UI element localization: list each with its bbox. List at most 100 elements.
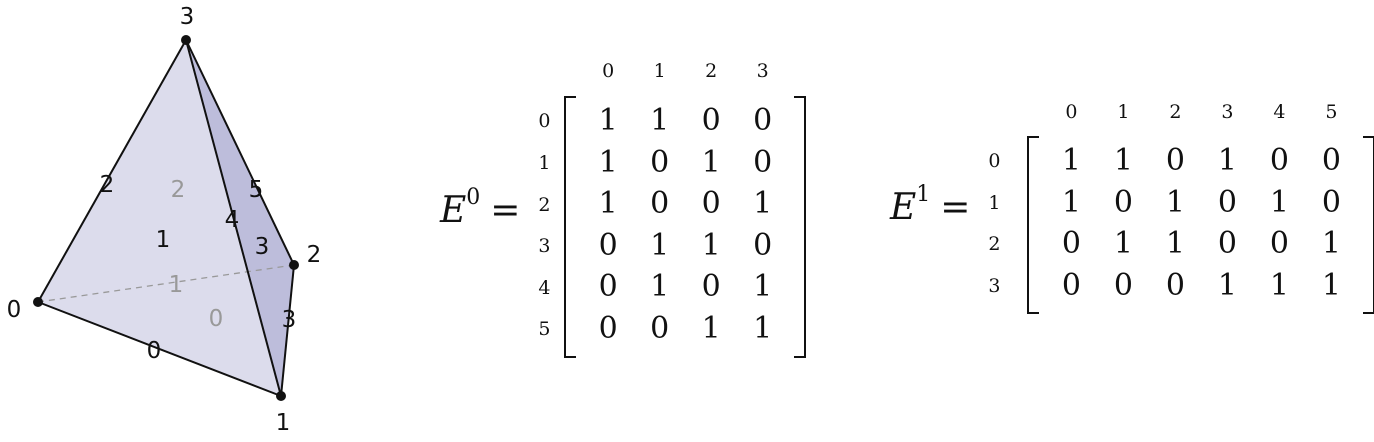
matrix-cell: 1 — [1321, 226, 1341, 261]
column-header: 2 — [705, 60, 718, 83]
matrix-cell: 0 — [701, 269, 721, 305]
edge-label-3: 3 — [282, 307, 297, 333]
vertex-label-2: 2 — [307, 242, 322, 268]
matrix-cell: 1 — [1217, 267, 1237, 303]
edge-label-2: 2 — [100, 172, 115, 198]
vertex-label-0: 0 — [7, 297, 22, 323]
matrix-cell: 1 — [1061, 184, 1081, 220]
vertex-2-dot — [289, 260, 299, 270]
row-header: 0 — [988, 150, 1001, 173]
matrix-e0-superscript: 0 — [466, 184, 481, 210]
matrix-e0-symbol: E — [440, 189, 467, 231]
vertex-label-3: 3 — [180, 4, 195, 30]
matrix-cell: 0 — [598, 227, 618, 263]
matrix-cell: 1 — [1165, 184, 1185, 220]
row-header: 2 — [988, 233, 1001, 256]
face-label-1: 1 — [156, 227, 171, 253]
matrix-cell: 1 — [1061, 143, 1081, 178]
vertex-label-1: 1 — [276, 410, 291, 436]
matrix-cell: 1 — [1165, 226, 1185, 261]
edge-3 — [280, 264, 295, 397]
matrix-cell: 1 — [701, 144, 721, 180]
right-bracket — [794, 96, 807, 358]
side-face-fill — [186, 40, 294, 396]
matrix-cell: 1 — [1113, 226, 1133, 261]
matrix-e1-superscript: 1 — [916, 182, 931, 207]
column-header: 1 — [1117, 100, 1130, 123]
matrix-cell: 0 — [753, 227, 773, 263]
matrix-e0-equals: = — [490, 189, 521, 231]
matrix-cell: 0 — [753, 103, 773, 138]
matrix-cell: 0 — [1321, 184, 1341, 220]
row-header: 3 — [538, 235, 551, 258]
edge-0 — [37, 301, 282, 397]
column-header: 4 — [1273, 100, 1286, 123]
matrix-cell: 1 — [1321, 267, 1341, 303]
matrix-cell: 1 — [701, 227, 721, 263]
matrix-cell: 0 — [1165, 143, 1185, 178]
matrix-cell: 1 — [753, 186, 773, 222]
matrix-cell: 1 — [1269, 184, 1289, 220]
face-label-3: 3 — [255, 234, 270, 260]
matrix-cell: 0 — [1269, 226, 1289, 261]
matrix-cell: 1 — [753, 311, 773, 346]
matrix-cell: 1 — [650, 269, 670, 305]
matrix-cell: 0 — [753, 144, 773, 180]
column-header: 1 — [653, 60, 666, 83]
column-header: 3 — [1221, 100, 1234, 123]
row-header: 1 — [988, 191, 1001, 214]
tetrahedron-diagram: 0 1 2 3 0 1 2 3 4 5 0 1 2 3 — [7, 4, 322, 436]
matrix-e1-equals: = — [940, 187, 971, 228]
row-header: 4 — [538, 276, 551, 299]
edge-2 — [37, 39, 187, 303]
column-header: 0 — [602, 60, 615, 83]
matrix-cell: 1 — [598, 186, 618, 222]
vertex-0-dot — [33, 297, 43, 307]
matrix-e1-symbol: E — [890, 187, 917, 228]
matrix-cell: 1 — [650, 227, 670, 263]
matrix-cell: 0 — [1061, 267, 1081, 303]
matrix-cell: 1 — [598, 144, 618, 180]
matrix-cell: 1 — [701, 311, 721, 346]
edge-label-0: 0 — [147, 338, 162, 364]
matrix-cell: 1 — [1113, 143, 1133, 178]
matrix-cell: 0 — [598, 269, 618, 305]
matrix-cell: 1 — [598, 103, 618, 138]
row-header: 1 — [538, 152, 551, 174]
left-bracket — [564, 96, 577, 358]
face-label-2: 2 — [171, 177, 186, 203]
edge-5 — [185, 39, 295, 266]
row-header: 5 — [538, 318, 551, 341]
matrix-cell: 0 — [598, 311, 618, 346]
matrix-cell: 0 — [1113, 267, 1133, 303]
edge-4 — [185, 39, 282, 397]
edge-label-4: 4 — [225, 207, 240, 233]
row-header: 2 — [538, 193, 551, 216]
matrix-e0-lhs: E0 = — [440, 185, 520, 231]
face-label-0: 0 — [209, 306, 224, 332]
right-bracket — [1363, 136, 1374, 314]
front-face-fill — [38, 40, 281, 396]
matrix-cell: 1 — [650, 103, 670, 138]
vertex-3-dot — [181, 35, 191, 45]
matrix-cell: 0 — [1269, 143, 1289, 178]
matrix-cell: 0 — [1217, 184, 1237, 220]
matrix-e1-lhs: E1 = — [890, 182, 970, 228]
edge-label-1: 1 — [169, 272, 184, 298]
edge-label-5: 5 — [249, 177, 264, 203]
column-header: 0 — [1065, 100, 1078, 123]
matrix-cell: 0 — [701, 186, 721, 222]
matrix-cell: 0 — [650, 144, 670, 180]
matrix-cell: 0 — [650, 311, 670, 346]
row-header: 3 — [988, 274, 1001, 297]
matrix-cell: 0 — [1217, 226, 1237, 261]
matrix-cell: 0 — [1061, 226, 1081, 261]
vertex-1-dot — [276, 391, 286, 401]
left-bracket — [1027, 136, 1040, 314]
row-header: 0 — [538, 110, 551, 133]
matrix-cell: 1 — [753, 269, 773, 305]
matrix-cell: 0 — [650, 186, 670, 222]
